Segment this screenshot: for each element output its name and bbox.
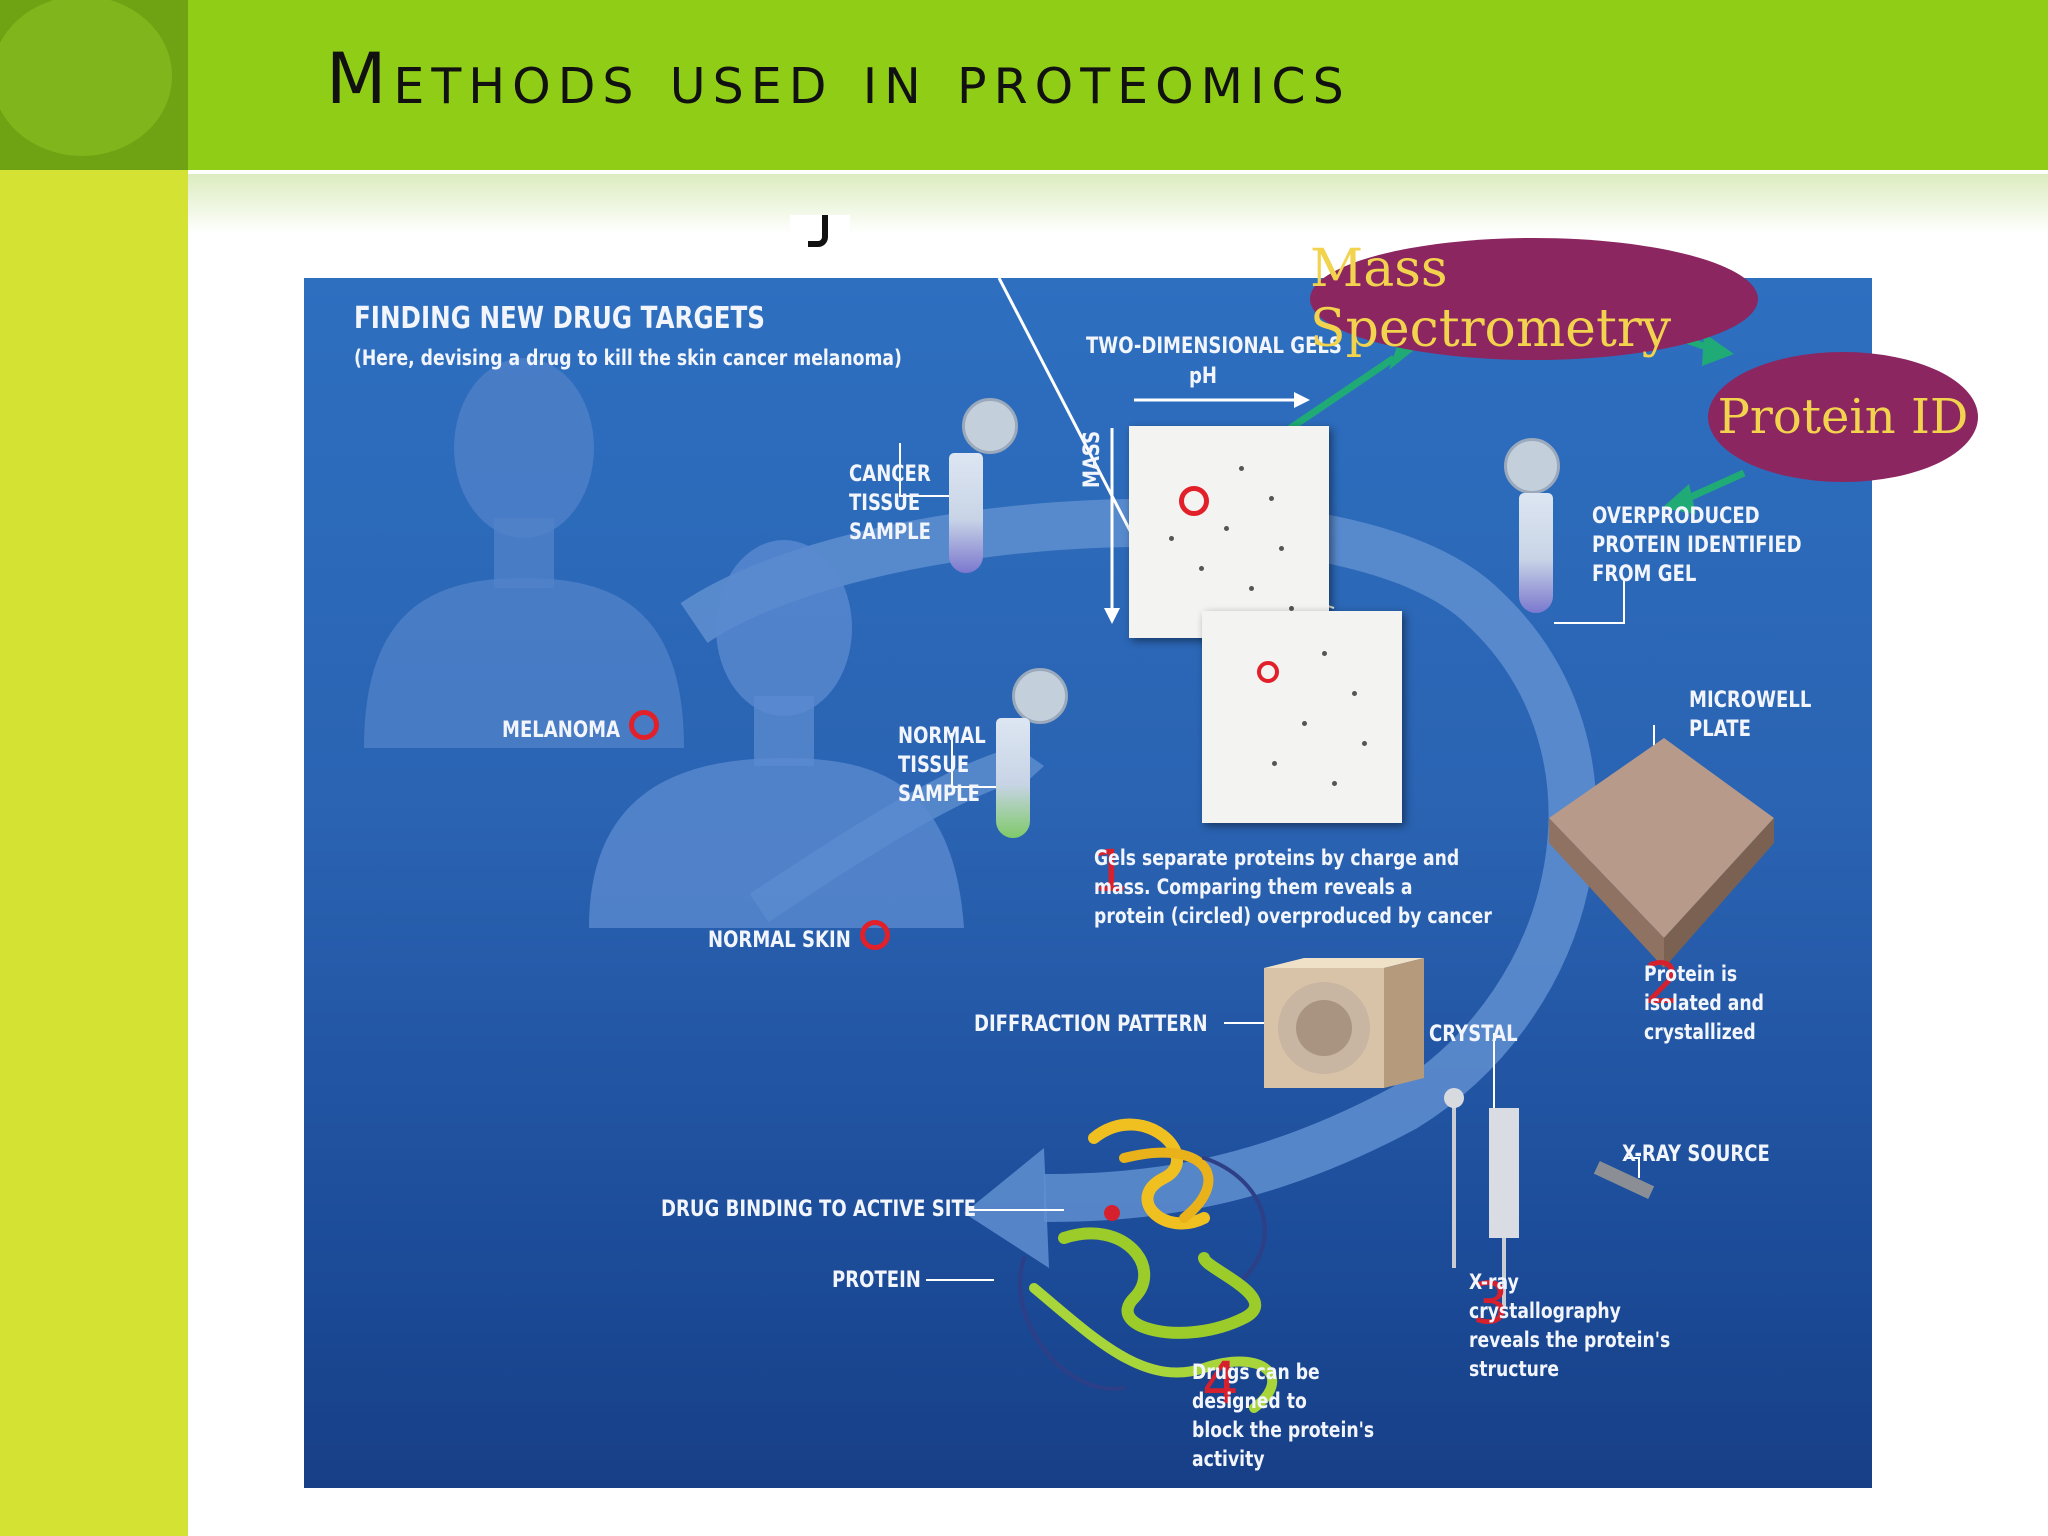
cancer-sample-tube (949, 453, 983, 573)
overproduced-tube-cap (1504, 438, 1560, 494)
normal-skin-marker (860, 920, 890, 950)
normal-sample-tube (996, 718, 1030, 838)
melanoma-marker (629, 710, 659, 740)
melanoma-label: MELANOMA (502, 718, 621, 743)
mass-spectrometry-callout: Mass Spectrometry (1310, 238, 1758, 360)
protein-id-callout: Protein ID (1708, 352, 1978, 482)
diagram-artwork (364, 278, 1774, 1413)
step-4-text: Drugs can be designed to block the prote… (1192, 1360, 1375, 1471)
overproduced-protein-tube (1519, 493, 1553, 613)
diagram-subheading: (Here, devising a drug to kill the skin … (354, 346, 902, 370)
xray-source-label: X-RAY SOURCE (1622, 1142, 1770, 1167)
header-gradient (188, 174, 2048, 234)
normal-sample-label: NORMAL TISSUE SAMPLE (898, 724, 986, 807)
crystal-label: CRYSTAL (1429, 1022, 1518, 1047)
two-d-gels-label: TWO-DIMENSIONAL GELS (1086, 334, 1342, 359)
cycle-arrowhead (964, 1148, 1049, 1268)
step-4-number: 4 (1202, 1349, 1239, 1417)
active-site-marker (1104, 1205, 1120, 1221)
normal-gel-marker (1257, 661, 1279, 683)
process-cycle-arrow (680, 498, 1597, 1222)
patient-figure-normal (589, 540, 964, 928)
ph-label: pH (1189, 364, 1218, 389)
protein-id-to-protein-arrow (1682, 469, 1746, 504)
cancer-gel (1129, 426, 1329, 638)
microwell-plate (1549, 738, 1774, 968)
diagram-heading: FINDING NEW DRUG TARGETS (354, 301, 765, 336)
normal-gel (1202, 611, 1402, 823)
diffraction-pattern-box (1264, 958, 1424, 1088)
step-1-text: Gels separate proteins by charge and mas… (1094, 846, 1492, 928)
xray-apparatus (1444, 1088, 1655, 1308)
slide-title: Methods used in proteomics (326, 38, 1351, 120)
protein-ribbon-structure (1018, 1118, 1278, 1413)
step-2-number: 2 (1644, 949, 1681, 1017)
overproduced-protein-label: OVERPRODUCED PROTEIN IDENTIFIED FROM GEL (1592, 504, 1802, 587)
mass-label: MASS (1080, 430, 1105, 488)
step-2-text: Protein is isolated and crystallized (1644, 962, 1764, 1044)
microwell-plate-label: MICROWELL PLATE (1689, 688, 1812, 742)
diagram-panel: FINDING NEW DRUG TARGETS (Here, devising… (304, 278, 1872, 1488)
diffraction-pattern-label: DIFFRACTION PATTERN (974, 1012, 1208, 1037)
cancer-tube-cap (962, 398, 1018, 454)
protein-label: PROTEIN (832, 1268, 921, 1293)
drug-binding-label: DRUG BINDING TO ACTIVE SITE (661, 1197, 977, 1222)
side-bar (0, 170, 188, 1536)
step-1-number: 1 (1092, 837, 1129, 905)
cropped-glyph (790, 215, 850, 260)
circled-protein-marker (1179, 486, 1209, 516)
patient-figure-melanoma (364, 358, 684, 748)
header-corner (0, 0, 188, 170)
step-3-number: 3 (1472, 1269, 1509, 1337)
normal-skin-label: NORMAL SKIN (708, 928, 851, 953)
cancer-sample-label: CANCER TISSUE SAMPLE (849, 462, 931, 545)
step-3-text: X-ray crystallography reveals the protei… (1469, 1270, 1671, 1381)
normal-tube-cap (1012, 668, 1068, 724)
header-bar (188, 0, 2048, 170)
corner-circle-decoration (0, 0, 172, 156)
